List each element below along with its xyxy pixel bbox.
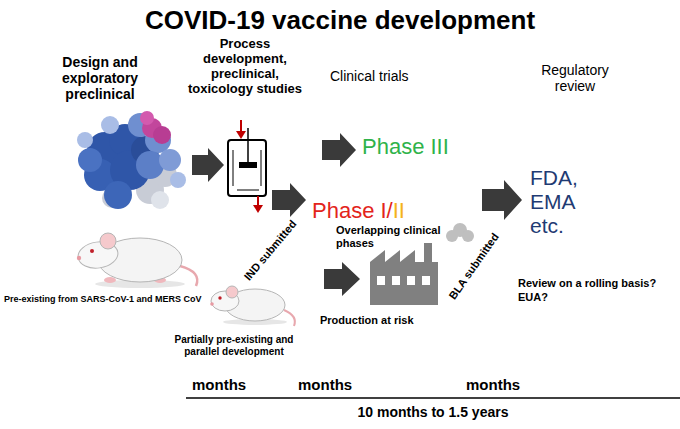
outlet-arrow — [257, 196, 259, 206]
outlet-arrow — [253, 205, 263, 213]
protein-blob — [151, 191, 169, 209]
protein-blob — [159, 149, 181, 171]
spike-protein — [77, 111, 186, 209]
inlet-arrow — [236, 131, 246, 139]
mouse-ear — [100, 233, 116, 249]
phase-label: Phase III — [362, 136, 449, 158]
note-text: Production at risk — [320, 314, 414, 327]
reactor-baffle — [233, 150, 234, 186]
factory-window — [392, 276, 400, 285]
mouse-tail — [284, 310, 295, 326]
regulator-label: FDA, EMA etc. — [530, 166, 592, 238]
mouse-eye — [90, 249, 94, 253]
stage-heading: Process development, preclinical, toxico… — [182, 36, 308, 96]
factory-window — [407, 276, 415, 285]
reactor-vessel — [228, 140, 266, 196]
protein-blob — [140, 111, 154, 125]
mouse-figure — [210, 286, 295, 326]
factory-building — [370, 250, 438, 305]
mouse-ear — [226, 286, 238, 298]
note-text: Partially pre-existing and parallel deve… — [170, 334, 298, 358]
stirrer-impeller — [239, 162, 257, 168]
block-arrow — [322, 133, 356, 167]
factory-chimney — [424, 243, 432, 265]
mouse-nose — [210, 302, 214, 306]
stage-heading: Clinical trials — [330, 68, 409, 84]
mouse-eye — [218, 296, 221, 299]
mouse-tail — [180, 266, 197, 286]
stage-heading: Design and exploratory preclinical — [50, 54, 150, 102]
mouse-nose — [77, 256, 81, 260]
factory-window — [377, 276, 385, 285]
block-arrow — [192, 148, 224, 182]
protein-blob — [170, 172, 186, 188]
note-text: Overlapping clinical phases — [336, 224, 452, 250]
stage-heading: Regulatory review — [530, 62, 620, 94]
protein-blob — [104, 181, 132, 209]
phase-label: II — [393, 200, 405, 222]
time-label: months — [466, 376, 520, 393]
timeline-rule — [186, 397, 680, 399]
block-arrow — [482, 180, 522, 220]
time-label: months — [298, 376, 352, 393]
note-text: Review on a rolling basis? EUA? — [518, 276, 668, 304]
protein-blob — [78, 148, 102, 172]
note-text: Pre-existing from SARS-CoV-1 and MERS Co… — [4, 294, 202, 304]
factory-window — [422, 276, 430, 285]
reactor-sparger — [237, 190, 259, 191]
milestone-label: BLA submitted — [446, 230, 501, 301]
time-label: 10 months to 1.5 years — [358, 404, 509, 420]
smoke-cloud — [462, 230, 474, 242]
time-label: months — [192, 376, 246, 393]
reactor-baffle — [261, 150, 262, 186]
inlet-arrow — [240, 120, 242, 132]
protein-blob — [136, 151, 164, 179]
title-text: COVID-19 vaccine development — [145, 6, 535, 36]
phase-label: Phase I/ — [312, 200, 393, 222]
protein-blob — [153, 126, 171, 144]
block-arrow — [324, 262, 360, 296]
milestone-label: IND submitted — [241, 217, 299, 282]
bioreactor-icon — [228, 120, 266, 213]
mouse-figure — [76, 233, 197, 288]
protein-blob — [77, 132, 93, 148]
block-arrow — [272, 183, 306, 217]
protein-blob — [101, 116, 119, 134]
stirrer-shaft — [247, 128, 249, 166]
